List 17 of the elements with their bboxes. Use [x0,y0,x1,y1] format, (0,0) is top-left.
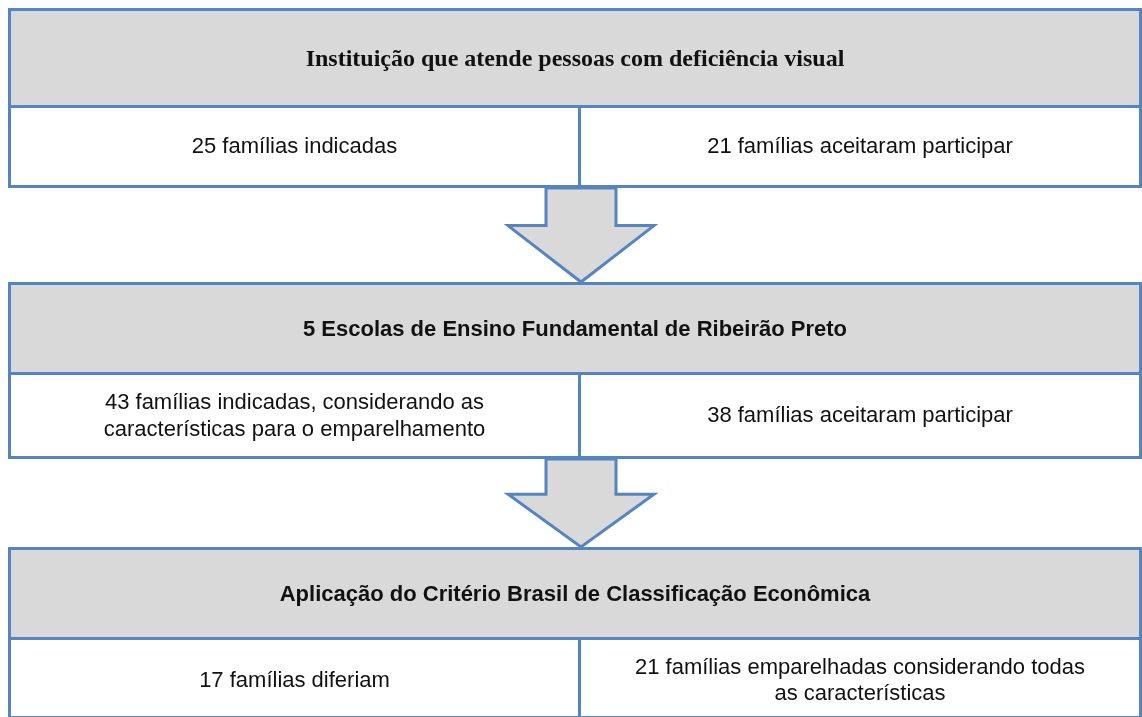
section-heading: Instituição que atende pessoas com deficiência visual [305,44,845,72]
cell-text: 21 famílias emparelhadas considerando todas as características [633,653,1087,707]
cell-text: 25 famílias indicadas [191,133,398,160]
header-band [11,11,1139,108]
cell-text: 21 famílias aceitaram participar [707,133,1013,160]
section-heading: Aplicação do Critério Brasil de Classificação Econômica [279,580,871,607]
block-arrow [503,457,659,549]
section-panel [8,547,1142,717]
block-arrow [503,186,659,284]
cell-text: 43 famílias indicadas, considerando as características para o emparelhamento [102,389,487,442]
header-band [11,285,1139,375]
header-band [11,550,1139,640]
section-panel [8,282,1142,459]
section-heading: 5 Escolas de Ensino Fundamental de Ribeirão Preto [303,315,847,342]
section-panel [8,8,1142,188]
cell-text: 17 famílias diferiam [199,666,390,694]
cell-text: 38 famílias aceitaram participar [707,402,1013,429]
